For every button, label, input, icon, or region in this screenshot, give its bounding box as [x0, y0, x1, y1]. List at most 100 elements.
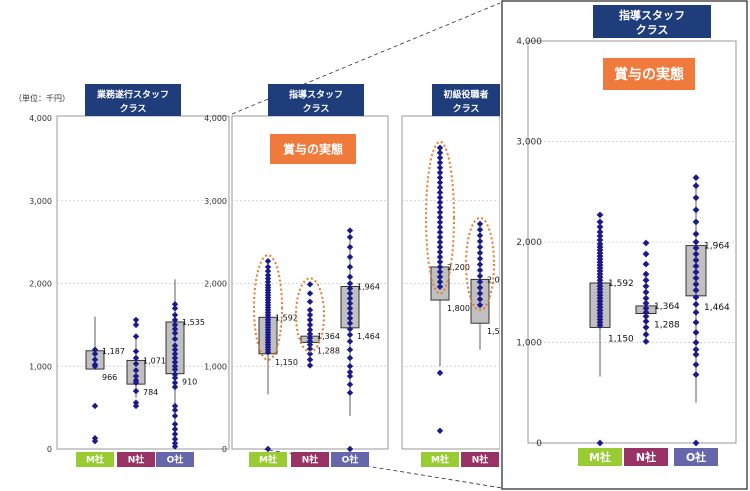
y-tick-label: 1,000: [29, 362, 52, 371]
data-point: [132, 399, 140, 406]
data-point: [476, 232, 484, 239]
data-point: [171, 305, 179, 312]
data-point: [171, 346, 179, 353]
data-point: [436, 179, 444, 186]
data-point: [171, 316, 179, 324]
y-tick-label: 3,000: [516, 138, 542, 148]
data-point: [642, 338, 650, 345]
category-label: M社: [259, 454, 277, 466]
data-point: [642, 308, 650, 316]
category-label: M社: [431, 454, 449, 466]
data-point: [264, 263, 272, 271]
data-point: [436, 228, 444, 236]
category-label: N社: [302, 454, 319, 466]
data-point: [436, 273, 444, 281]
data-point: [692, 268, 700, 276]
category-box: [291, 452, 329, 467]
data-point: [132, 316, 140, 324]
data-point: [436, 209, 444, 216]
data-point: [436, 199, 444, 206]
data-point: [642, 270, 650, 278]
data-point: [132, 354, 140, 362]
data-point: [264, 267, 272, 275]
y-tick-label: 4,000: [516, 37, 542, 47]
highlight-oval: [425, 140, 455, 295]
data-point: [171, 435, 179, 443]
data-point: [436, 253, 444, 261]
data-point: [346, 285, 354, 292]
data-point: [436, 243, 444, 251]
data-point: [436, 159, 444, 166]
data-point: [264, 272, 272, 279]
data-point: [91, 350, 99, 358]
data-point: [436, 224, 444, 231]
q1-label: 966: [102, 373, 117, 382]
data-point: [171, 430, 179, 438]
category-box: [461, 452, 499, 467]
highlight-oval: [295, 277, 325, 353]
chart-title: 指導スタッフ: [289, 88, 343, 100]
data-point: [476, 267, 484, 274]
data-point: [346, 310, 354, 317]
data-point: [346, 445, 354, 453]
badge-label: 賞与の実態: [614, 66, 684, 83]
q1-label: 1,288: [317, 346, 340, 355]
y-tick-label: 4,000: [29, 114, 52, 123]
chart-title: クラス: [303, 104, 330, 115]
data-point: [436, 174, 444, 181]
badge-box: [270, 134, 356, 164]
data-point: [436, 268, 444, 276]
data-point: [436, 169, 444, 176]
data-point: [596, 236, 604, 244]
data-point: [436, 214, 444, 221]
q3-label: 1,187: [102, 347, 125, 356]
data-point: [692, 371, 700, 379]
y-tick-label: 3,000: [29, 197, 52, 206]
data-point: [171, 325, 179, 333]
data-point: [692, 280, 700, 288]
data-point: [91, 437, 99, 445]
data-point: [346, 320, 354, 327]
data-point: [132, 379, 140, 386]
data-point: [692, 319, 700, 326]
data-point: [692, 194, 700, 202]
data-point: [346, 290, 354, 297]
data-point: [171, 402, 179, 410]
data-point: [692, 206, 700, 214]
data-point: [91, 363, 99, 370]
chart-title-box: [593, 5, 711, 38]
data-point: [476, 226, 484, 233]
data-point: [171, 335, 179, 343]
data-point: [596, 228, 604, 236]
data-point: [642, 294, 650, 302]
data-point: [171, 420, 179, 428]
data-point: [346, 338, 354, 345]
data-point: [476, 284, 484, 291]
data-point: [306, 356, 314, 363]
data-point: [436, 238, 444, 246]
data-point: [476, 296, 484, 303]
category-label: M社: [86, 454, 104, 466]
data-point: [346, 363, 354, 370]
data-point: [642, 331, 650, 338]
data-point: [171, 363, 179, 370]
data-point: [346, 280, 354, 287]
category-label: O社: [342, 454, 359, 466]
data-point: [171, 350, 179, 358]
data-point: [346, 263, 354, 271]
data-point: [692, 230, 700, 238]
data-point: [171, 366, 179, 373]
data-point: [171, 358, 179, 366]
data-point: [642, 260, 650, 268]
category-label: M社: [589, 450, 611, 464]
data-point: [346, 227, 354, 234]
data-point: [436, 149, 444, 156]
data-point: [436, 427, 444, 434]
data-point: [436, 154, 444, 161]
data-point: [346, 346, 354, 353]
y-tick-label: 4,000: [204, 114, 227, 123]
chart-title-box: [85, 84, 181, 116]
data-point: [596, 211, 604, 219]
highlight-oval: [465, 216, 495, 312]
